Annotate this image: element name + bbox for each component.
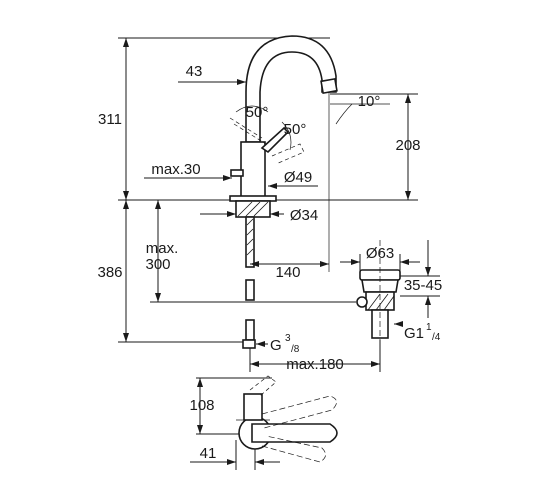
dimension-41: 41 (190, 440, 280, 470)
label-311: 311 (98, 111, 122, 128)
dimension-max30: max.30 (144, 161, 232, 181)
label-max-line2: 300 (145, 256, 170, 273)
dimension-max180: max.180 (249, 340, 381, 373)
dimension-dia49: Ø49 (268, 169, 318, 189)
dimension-dia34: Ø34 (200, 207, 318, 224)
label-43: 43 (186, 63, 203, 80)
faucet-plan-view (196, 375, 338, 463)
dimension-dia63: Ø63 (340, 245, 420, 272)
label-dia34: Ø34 (290, 207, 318, 224)
label-max30: max.30 (151, 161, 200, 178)
dimension-208: 208 (330, 93, 421, 201)
label-108: 108 (189, 397, 214, 414)
dimension-108: 108 (189, 378, 215, 434)
label-max180: max.180 (286, 356, 344, 373)
label-41: 41 (200, 445, 217, 462)
label-dia63: Ø63 (366, 245, 394, 262)
label-50-top: 50° (246, 104, 269, 121)
label-386: 386 (97, 264, 122, 281)
label-g-main: G (270, 337, 282, 354)
thread-g3-8: G 3 /8 (256, 333, 300, 355)
dimension-max300: max. 300 (145, 200, 240, 303)
waste-assembly (356, 240, 401, 360)
dimension-43: 43 (178, 63, 246, 85)
label-10: 10° (358, 93, 381, 110)
label-g1-main: G1 (404, 325, 424, 342)
label-35-45: 35-45 (404, 277, 442, 294)
dimension-386: 386 (97, 199, 330, 343)
angle-10: 10° (330, 93, 390, 125)
label-g1-sub: /4 (432, 332, 441, 343)
angle-50-right: 50° (281, 121, 307, 151)
label-dia49: Ø49 (284, 169, 312, 186)
label-g-sub: /8 (291, 344, 300, 355)
label-g1-sup: 1 (426, 322, 432, 333)
label-140: 140 (275, 264, 300, 281)
angle-50-top: 50° (235, 104, 269, 121)
label-208: 208 (395, 137, 420, 154)
dimension-140: 140 (250, 261, 329, 281)
label-g-sup: 3 (285, 333, 291, 344)
dimension-35-45: 35-45 (400, 240, 442, 318)
label-50-right: 50° (284, 121, 307, 138)
label-max-line1: max. (146, 240, 179, 257)
faucet-side-view (229, 35, 356, 349)
thread-g1-1-4: G1 1 /4 (394, 321, 441, 343)
